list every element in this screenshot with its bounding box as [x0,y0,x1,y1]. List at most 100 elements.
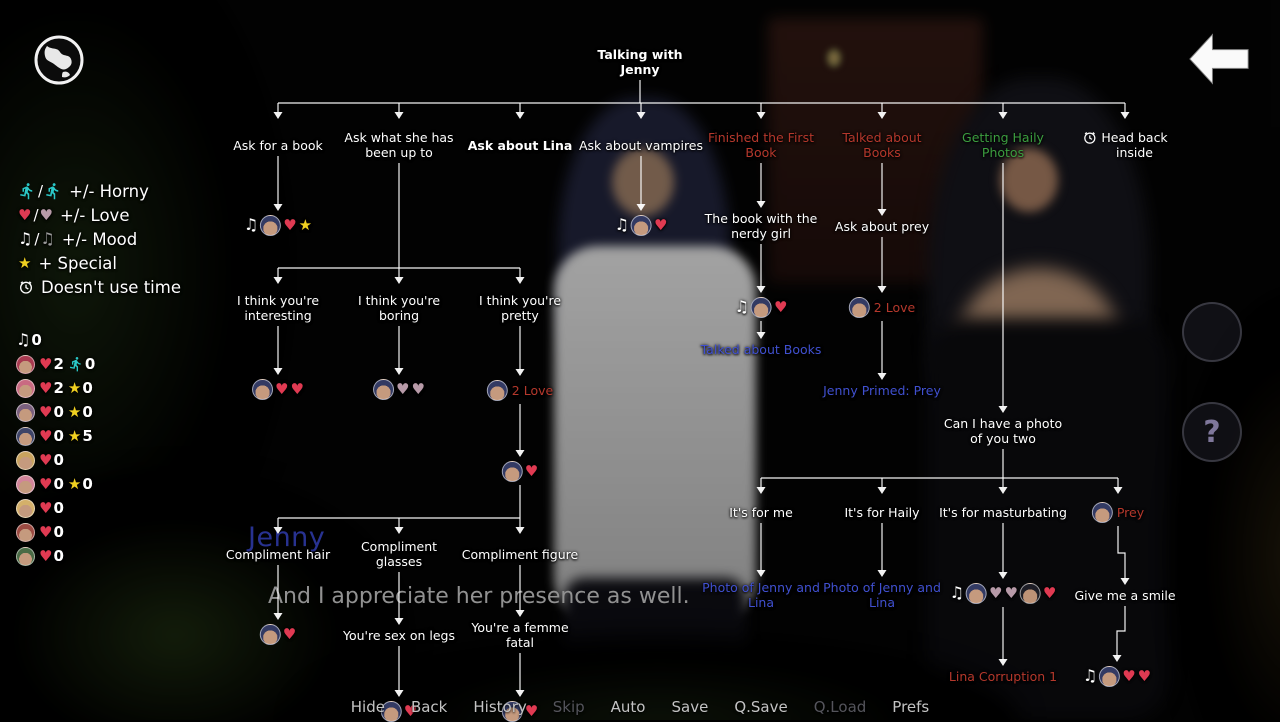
jenny-portrait [501,460,523,482]
help-button[interactable]: ? [1182,402,1242,462]
jenny-portrait [260,214,282,236]
quickmenu-qsave[interactable]: Q.Save [734,698,788,716]
tree-node-sex-legs[interactable]: You're sex on legs [342,628,456,643]
tree-node-b-interesting: ♥♥ [252,378,304,400]
jenny-portrait [252,378,274,400]
heart-minus-icon: ♥ [411,379,425,398]
tree-node-b-pretty: 2 Love [486,379,554,401]
heart-icon: ♥ [1042,583,1057,602]
star-icon: ★ [298,215,313,234]
dialogue-text: And I appreciate her presence as well. [268,584,690,609]
tree-node-comp-hair[interactable]: Compliment hair [225,547,331,562]
heart-icon: ♥ [1137,666,1152,685]
music-note-icon: ♫ [1082,666,1098,685]
tree-node-ask-lina[interactable]: Ask about Lina [467,138,573,153]
jenny-portrait [486,379,508,401]
back-button[interactable] [1188,30,1250,88]
heart-minus-icon: ♥ [1004,583,1018,602]
side-buttons: ? [1182,302,1242,502]
jenny-portrait [373,378,395,400]
lina-portrait [1019,582,1041,604]
speaker-name: Jenny [248,522,326,553]
jenny-portrait [965,582,987,604]
music-note-icon: ♫ [734,297,749,316]
tree-node-talked-result: Talked about Books [700,342,822,357]
globe-icon [33,35,85,90]
tree-node-ask-vamp[interactable]: Ask about vampires [578,138,704,153]
heart-icon: ♥ [524,461,539,480]
heart-icon: ♥ [773,297,788,316]
heart-icon: ♥ [283,215,297,234]
jenny-portrait [630,214,652,236]
tree-node-for-mast[interactable]: It's for masturbating [939,505,1067,520]
no-time-clock-icon [1082,130,1097,145]
jenny-portrait [750,296,772,318]
heart-icon: ♥ [282,624,297,643]
heart-icon: ♥ [653,215,668,234]
heart-icon: ♥ [524,701,539,720]
heart-minus-icon: ♥ [988,583,1003,602]
tree-node-for-me[interactable]: It's for me [729,505,793,520]
scene-lamp [826,48,842,68]
tree-node-b-nerdy: ♫♥ [734,296,788,318]
quickmenu-prefs[interactable]: Prefs [892,698,930,716]
tree-node-b-pretty2: ♥ [501,460,539,482]
back-arrow-icon [1188,33,1250,92]
tree-node-for-haily[interactable]: It's for Haily [844,505,920,520]
quickmenu-hide[interactable]: Hide [350,698,385,716]
heart-icon: ♥ [275,379,289,398]
tree-node-b-vamp: ♫♥ [614,214,668,236]
music-note-icon: ♫ [243,215,259,234]
outcome-label: 2 Love [873,299,916,315]
tree-node-primed: Jenny Primed: Prey [823,383,941,398]
jenny-portrait [259,623,281,645]
outcome-label: Prey [1116,504,1145,520]
tree-node-b-prey: 2 Love [848,296,916,318]
jenny-portrait [848,296,870,318]
question-icon: ? [1203,414,1221,450]
outcome-label: 2 Love [511,382,554,398]
tree-node-b-mast: ♫♥♥♥ [950,582,1057,604]
scene-lina-outfit [926,318,1168,720]
tree-node-smile[interactable]: Give me a smile [1074,588,1176,603]
quickmenu-auto[interactable]: Auto [610,698,646,716]
quickmenu-save[interactable]: Save [671,698,709,716]
heart-icon: ♥ [290,379,304,398]
heart-minus-icon: ♥ [396,379,410,398]
side-circle-button[interactable] [1182,302,1242,362]
tree-node-prey-opt[interactable]: Prey [1091,501,1145,523]
tree-node-ask-prey[interactable]: Ask about prey [834,219,930,234]
music-note-icon: ♫ [614,215,629,234]
tree-node-comp-figure[interactable]: Compliment figure [461,547,579,562]
jenny-portrait [1091,501,1113,523]
map-button[interactable] [33,34,85,86]
quickmenu-back[interactable]: Back [410,698,448,716]
tree-node-b-boring: ♥♥ [373,378,425,400]
scene-lina-face [1000,148,1058,212]
tree-node-ask-book[interactable]: Ask for a book [233,138,323,153]
jenny-portrait [1099,665,1121,687]
tree-node-b-book: ♫ ♥★ [244,214,312,236]
quickmenu-history[interactable]: History [473,698,527,716]
tree-node-b-femme: ♥ [501,700,539,722]
tree-node-b-smile: ♫♥♥ [1083,665,1151,687]
